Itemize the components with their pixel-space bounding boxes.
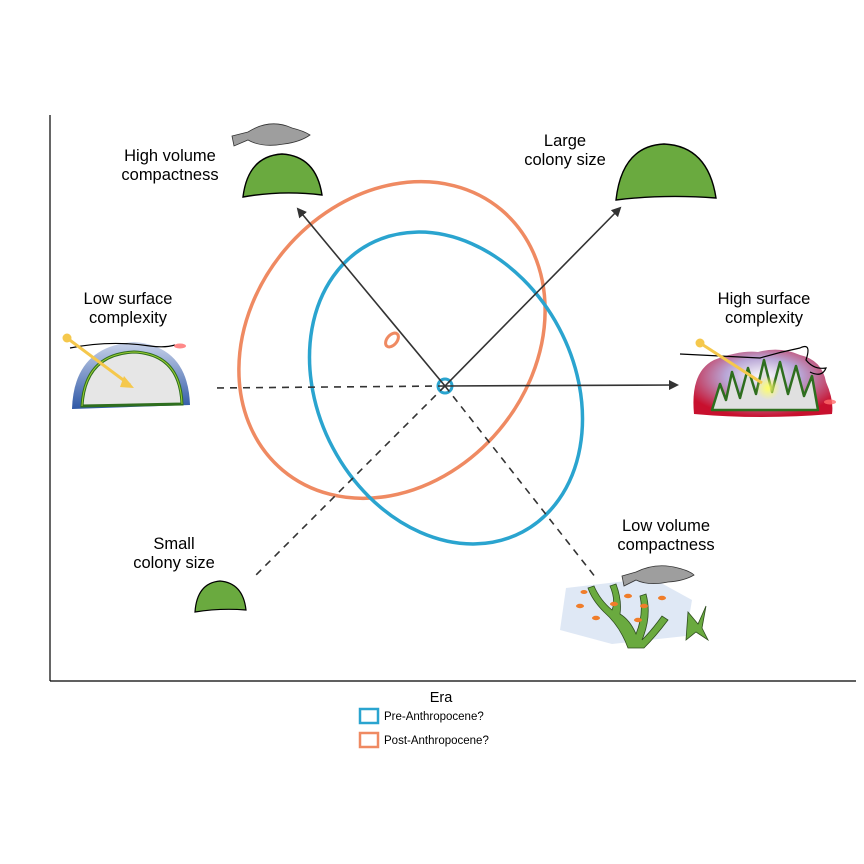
label-high-volume-compactness-line1: High volume	[124, 147, 216, 165]
era-ellipses	[237, 179, 585, 546]
vector-high-surface-complexity	[444, 380, 679, 391]
legend-key-pre-anthropocene	[358, 707, 380, 725]
coral-dome-icon	[242, 153, 323, 198]
label-small-colony-size-line2: colony size	[133, 554, 215, 572]
vector-low-surface-complexity	[212, 385, 446, 389]
high-volume-compactness-icon	[231, 123, 323, 198]
pre-anthropocene-ellipse	[307, 230, 585, 546]
post-anthropocene-ellipse	[237, 179, 547, 501]
legend-label-pre-anthropocene: Pre-Anthropocene?	[384, 711, 484, 723]
low-surface-complexity-icon	[62, 333, 190, 409]
label-high-volume-compactness-line2: compactness	[121, 166, 218, 184]
plot-axes	[49, 115, 856, 682]
label-large-colony-size-line2: colony size	[524, 151, 606, 169]
coral-dome-icon	[194, 580, 247, 613]
legend-title: Era	[430, 690, 454, 706]
label-high-surface-complexity-line1: High surface	[718, 290, 811, 308]
label-high-surface-complexity-line2: complexity	[725, 309, 804, 327]
small-fish-icons	[576, 590, 666, 623]
axis-labels: High volume compactness Large colony siz…	[84, 132, 811, 572]
label-small-colony-size-line1: Small	[153, 535, 194, 553]
sun-ray-icon	[62, 333, 134, 388]
vector-low-volume-compactness	[444, 385, 597, 579]
fish-icon	[621, 565, 695, 587]
label-low-volume-compactness-line1: Low volume	[622, 517, 710, 535]
fish-icon	[231, 123, 311, 147]
label-large-colony-size-line1: Large	[544, 132, 586, 150]
label-low-surface-complexity-line1: Low surface	[84, 290, 173, 308]
legend-label-post-anthropocene: Post-Anthropocene?	[384, 735, 489, 747]
post-anthropocene-center	[384, 331, 400, 349]
label-low-surface-complexity-line2: complexity	[89, 309, 168, 327]
coral-dome-icon	[615, 143, 717, 201]
vector-large-colony-size	[444, 206, 622, 387]
loading-vectors	[212, 206, 679, 579]
low-volume-compactness-icon	[560, 565, 710, 649]
vector-small-colony-size	[254, 385, 446, 577]
legend-key-post-anthropocene	[358, 731, 380, 749]
legend: Era Pre-Anthropocene? Post-Anthropocene?	[358, 690, 489, 749]
vector-high-volume-compactness	[296, 207, 446, 387]
sun-ray-icon	[695, 338, 780, 400]
branching-coral-icon	[587, 583, 710, 649]
high-surface-complexity-icon	[679, 338, 836, 417]
label-low-volume-compactness-line2: compactness	[617, 536, 714, 554]
